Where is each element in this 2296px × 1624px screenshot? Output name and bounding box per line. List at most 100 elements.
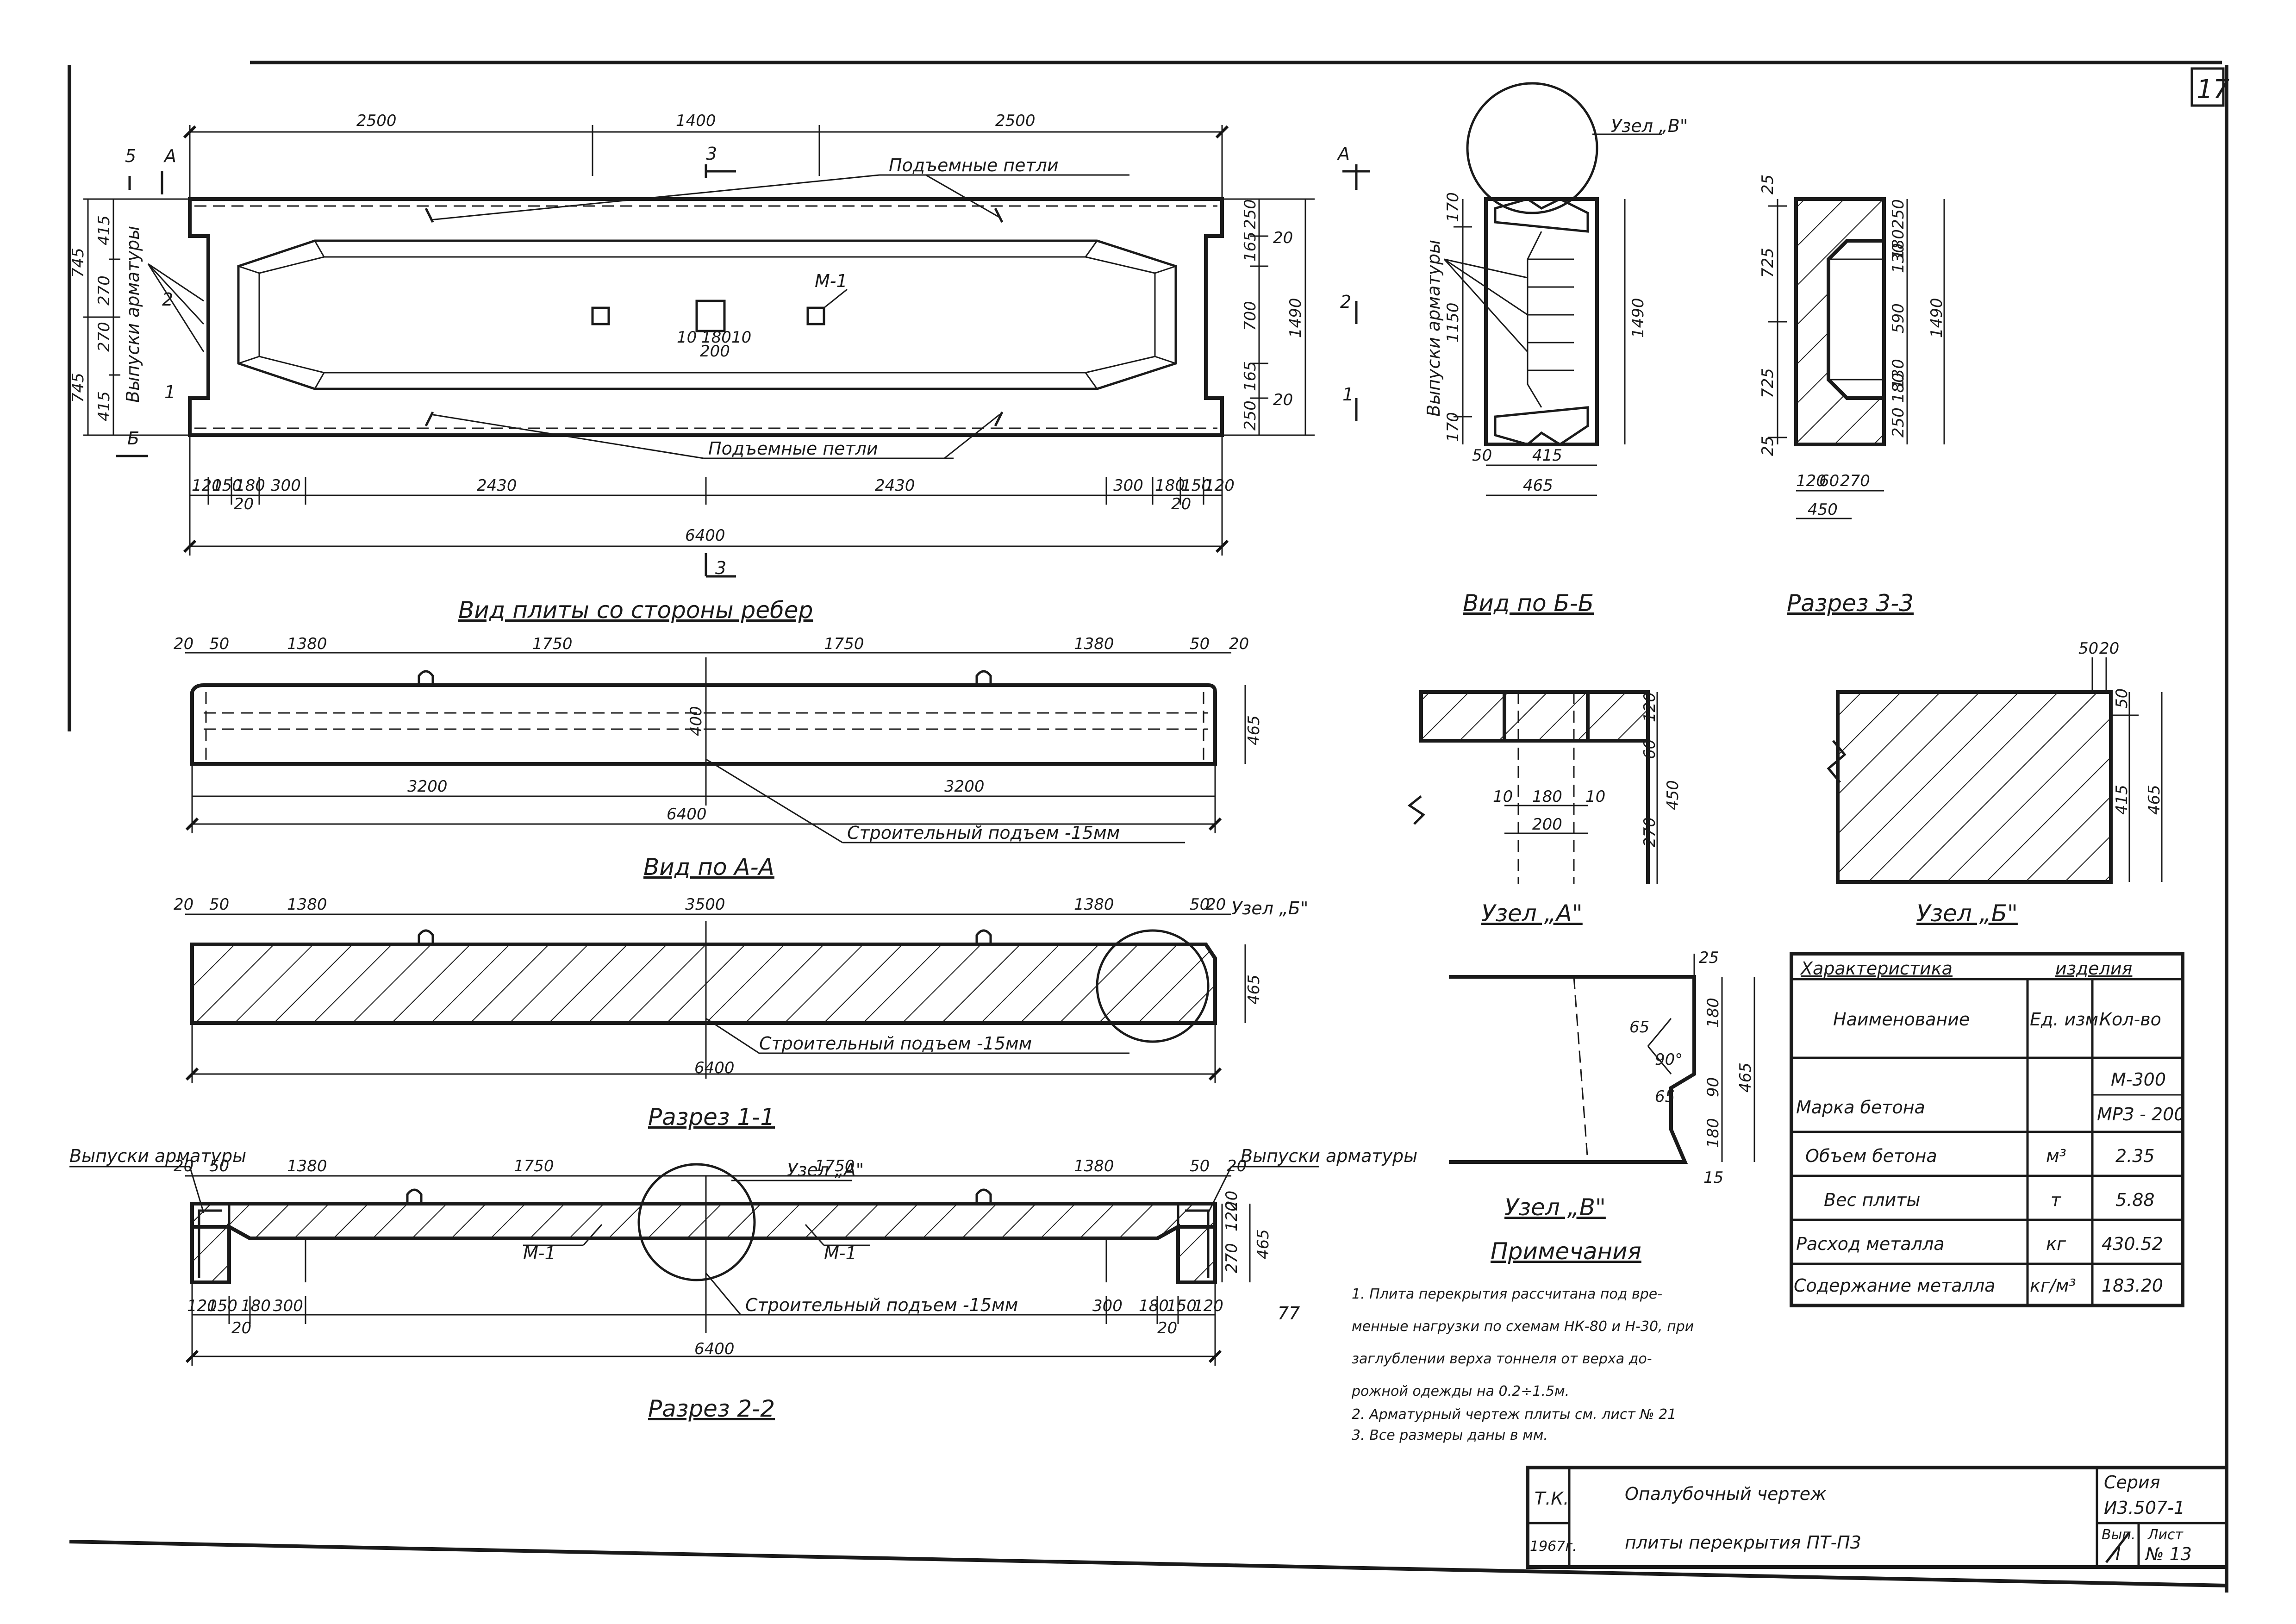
- s33-dim-right-7: 250: [1889, 407, 1908, 437]
- s11-caption: Разрез 1-1: [648, 1104, 775, 1131]
- plan-dim-right-8: 1490: [1286, 298, 1305, 338]
- table-row-1-value: М-300: [2111, 1069, 2166, 1090]
- plan-mark-3-top: 3: [706, 144, 717, 164]
- spec-table: Характеристика изделия Наименование Ед. …: [1790, 952, 2185, 1307]
- s22-camber: Строительный подъем -15мм: [745, 1295, 1018, 1315]
- plan-dim-right-7: 250: [1241, 400, 1260, 431]
- node-v-dim-5: 465: [1736, 1062, 1755, 1093]
- s33-dim-bot-3: 270: [1840, 472, 1870, 490]
- s22-dim-bot-8: 120: [1193, 1297, 1223, 1315]
- s22-dim-bot-7: 150: [1167, 1297, 1197, 1315]
- plan-dim-bot-9: 150: [1181, 476, 1211, 495]
- view-aa-mid-dim: 400: [687, 706, 705, 736]
- node-a-dim-right-3: 270: [1641, 817, 1659, 847]
- node-v-caption: Узел „В": [1504, 1194, 1606, 1221]
- view-aa-dim-top-2: 50: [209, 635, 229, 653]
- s33-dim-left-2: 725: [1759, 248, 1777, 278]
- node-b-dim-right-1: 50: [2113, 688, 2131, 708]
- plan-dim-bot-10: 120: [1204, 476, 1235, 495]
- sheet-frame: 17: [68, 61, 2230, 1593]
- plan-dim-right-6: 20: [1273, 391, 1293, 409]
- plan-mark-a: А: [163, 146, 176, 166]
- tb-series-value: И3.507-1: [2104, 1498, 2185, 1518]
- view-bb-dim-left-1: 170: [1444, 192, 1462, 222]
- view-aa-camber: Строительный подъем -15мм: [847, 823, 1120, 843]
- table-header-name: Наименование: [1833, 1009, 1970, 1030]
- s11-dim-top-7: 20: [1206, 895, 1226, 914]
- table-row-5-name: Содержание металла: [1794, 1275, 1995, 1296]
- view-aa-dim-top-4: 1750: [532, 635, 573, 653]
- s22-dim-top-4: 1750: [514, 1157, 554, 1175]
- table-row-3-value: 5.88: [2115, 1190, 2155, 1210]
- notes-line-6: 3. Все размеры даны в мм.: [1352, 1427, 1548, 1443]
- view-bb-dim-bot-1: 50: [1472, 446, 1492, 465]
- plan-mark-1: 1: [164, 382, 175, 402]
- plan-dim-left-4: 270: [95, 275, 113, 306]
- plan-dim-bot-8: 180: [1155, 476, 1185, 495]
- table-row-5-value: 183.20: [2102, 1275, 2163, 1296]
- node-v-dim-3: 90: [1704, 1077, 1722, 1097]
- s33-dim-bot-2: 60: [1819, 472, 1839, 490]
- s33-dim-right-5: 130: [1889, 359, 1908, 389]
- s22-dim-top-3: 1380: [287, 1157, 327, 1175]
- view-bb-height: 1490: [1629, 298, 1647, 338]
- plan-insert-dim-c: 10: [731, 328, 751, 347]
- node-v-dim-9: 15: [1703, 1168, 1723, 1187]
- plan-loops-top: Подъемные петли: [889, 155, 1059, 175]
- view-aa-dim-bot-2: 3200: [944, 777, 985, 796]
- tb-sheet-label: Лист: [2147, 1527, 2184, 1543]
- plan-caption: Вид плиты со стороны ребер: [458, 597, 813, 624]
- node-a-caption: Узел „А": [1481, 900, 1583, 927]
- s11-dim-top-5: 1380: [1074, 895, 1114, 914]
- tb-org: Т.К.: [1535, 1488, 1569, 1509]
- node-a-dim-bot-4: 200: [1532, 815, 1562, 834]
- s22-dim-bot-10: 20: [1157, 1319, 1177, 1337]
- plan-dim-right-2: 20: [1273, 229, 1293, 247]
- notes-line-5: 2. Арматурный чертеж плиты см. лист № 21: [1352, 1406, 1676, 1423]
- plan-mark-5: 5: [125, 146, 136, 166]
- node-v-dim-7: 65: [1655, 1087, 1675, 1106]
- s22-dim-bot-6: 180: [1139, 1297, 1169, 1315]
- plan-dim-left-2: 745: [69, 373, 87, 403]
- node-a-dim-right-4: 450: [1664, 780, 1682, 810]
- view-bb-dim-left-2: 1150: [1444, 302, 1462, 343]
- s33-dim-right-1: 250: [1889, 199, 1908, 229]
- s22-node-label: Узел „А": [787, 1160, 864, 1180]
- plan-mark-1-right: 1: [1342, 384, 1354, 405]
- sheet-number: 17: [2196, 75, 2230, 105]
- plan-rebar-outlets: Выпуски арматуры: [123, 226, 143, 403]
- s22-dim-right-4: 465: [1254, 1229, 1273, 1259]
- plan-dim-left-1: 745: [69, 248, 87, 278]
- view-bb-caption: Вид по Б-Б: [1463, 590, 1594, 617]
- plan-dim-right-4: 700: [1241, 301, 1260, 331]
- plan-dim-top-b: 1400: [676, 112, 716, 130]
- tb-title-2: плиты перекрытия ПТ-П3: [1625, 1532, 1861, 1553]
- node-v-dim-2: 180: [1704, 998, 1722, 1028]
- s22-overall: 6400: [694, 1340, 735, 1358]
- s11-overall: 6400: [694, 1059, 735, 1077]
- view-aa-dim-top-7: 50: [1190, 635, 1210, 653]
- s33-dim-bot-1: 120: [1796, 472, 1826, 490]
- node-v-dim-6: 65: [1629, 1018, 1649, 1037]
- s22-dim-right-3: 270: [1223, 1243, 1241, 1273]
- s33-dim-right-3: 130: [1889, 243, 1908, 273]
- s22-insert-left: М-1: [523, 1243, 556, 1263]
- s22-dim-top-6: 1380: [1074, 1157, 1114, 1175]
- node-v-dim-4: 180: [1704, 1118, 1722, 1148]
- node-b-dim-right-3: 465: [2145, 785, 2164, 815]
- plan-dim-right-5: 165: [1241, 361, 1260, 391]
- s22-insert-right: М-1: [824, 1243, 857, 1263]
- margin-note: 77: [1278, 1303, 1300, 1324]
- view-aa-overall: 6400: [667, 805, 707, 824]
- tb-issue-label: Вып.: [2102, 1527, 2135, 1543]
- plan-dim-right-1: 250: [1241, 199, 1260, 229]
- s11-dim-top-6: 50: [1190, 895, 1210, 914]
- node-a: 120 60 270 450 10 180 10 200 Узел „А": [1407, 690, 1682, 927]
- notes-line-2: менные нагрузки по схемам НК-80 и Н-30, …: [1352, 1318, 1694, 1335]
- view-bb-dim-bot-3: 465: [1523, 476, 1553, 495]
- s11-dim-top-2: 50: [209, 895, 229, 914]
- plan-mark-2-right: 2: [1340, 292, 1351, 312]
- s22-dim-bot-1: 120: [187, 1297, 217, 1315]
- table-title-left: Характеристика: [1800, 958, 1953, 979]
